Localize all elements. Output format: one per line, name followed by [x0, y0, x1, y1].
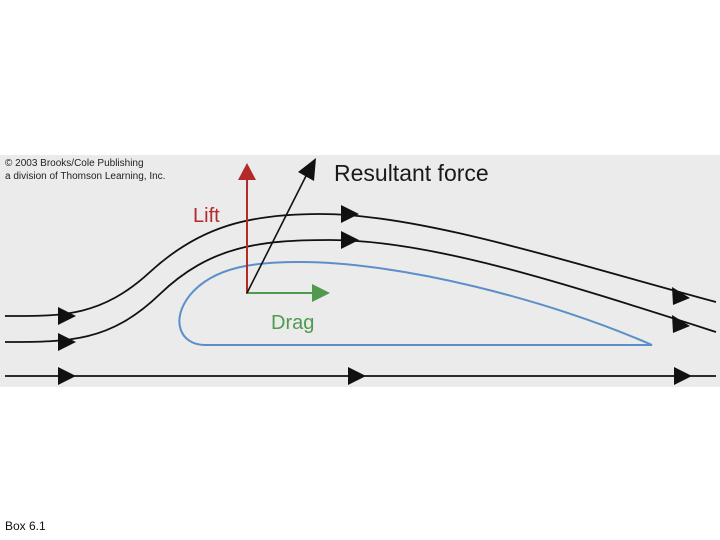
- arrowhead-icon: [348, 367, 366, 385]
- arrowhead-icon: [58, 333, 76, 351]
- drag-label: Drag: [271, 312, 314, 334]
- arrowhead-icon: [58, 307, 76, 325]
- copyright-line-1: © 2003 Brooks/Cole Publishing: [5, 158, 144, 169]
- lift-label: Lift: [193, 205, 220, 227]
- streamline-top: [4, 213, 717, 317]
- resultant-arrow-shaft: [246, 171, 309, 294]
- lift-arrowhead-icon: [238, 163, 256, 180]
- streamline-middle: [4, 239, 717, 343]
- arrowhead-icon: [672, 315, 690, 333]
- arrowhead-icon: [672, 287, 690, 305]
- copyright-line-2: a division of Thomson Learning, Inc.: [5, 171, 166, 182]
- resultant-arrowhead-icon: [298, 158, 316, 181]
- resultant-force-label: Resultant force: [334, 160, 489, 186]
- arrowhead-icon: [674, 367, 692, 385]
- figure-panel: [0, 155, 720, 387]
- arrowhead-icon: [341, 231, 359, 249]
- arrowhead-icon: [341, 205, 359, 223]
- drag-arrowhead-icon: [312, 284, 330, 302]
- arrowhead-icon: [58, 367, 76, 385]
- box-caption: Box 6.1: [5, 519, 46, 533]
- airfoil-outline: [178, 260, 653, 346]
